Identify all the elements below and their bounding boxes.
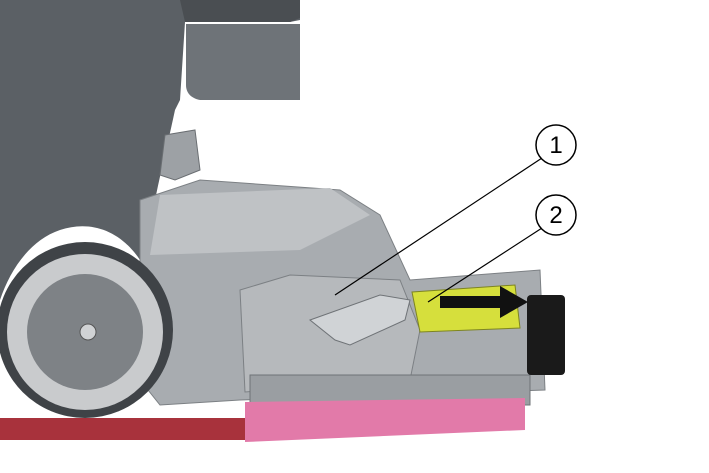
wheel-center <box>79 323 97 341</box>
callout-1-label: 1 <box>549 132 562 159</box>
squeegee-strip <box>245 398 525 442</box>
arrow-icon <box>440 286 528 318</box>
callout-2-label: 2 <box>549 202 562 229</box>
latch-handle <box>308 294 411 346</box>
bracket <box>159 129 201 181</box>
callout-1-leader <box>334 157 543 296</box>
callout-2-leader <box>427 227 543 303</box>
hopper-inner-panel <box>186 24 300 100</box>
callout-2-circle <box>535 194 577 236</box>
bumper <box>527 295 565 375</box>
brush <box>0 418 250 440</box>
hopper-cap <box>180 0 300 22</box>
callout-1-circle <box>535 124 577 166</box>
hopper-body <box>0 0 300 300</box>
base-top <box>150 188 370 255</box>
